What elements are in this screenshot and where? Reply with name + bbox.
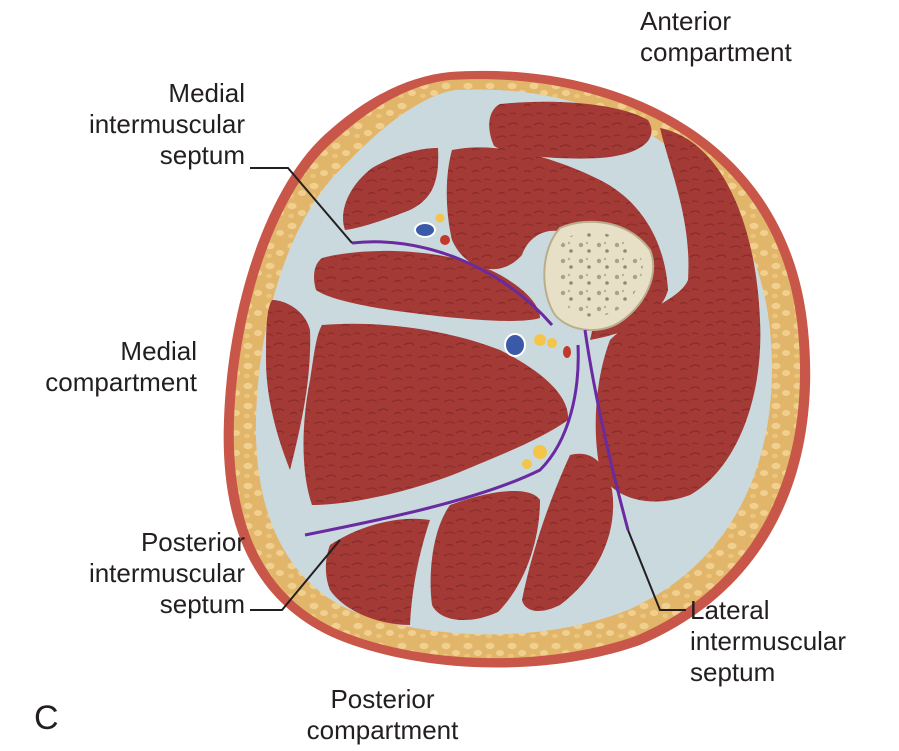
posterior-intermuscular-septum-label: Posterior intermuscular septum (10, 527, 245, 620)
medial-septum-line-1: Medial (10, 78, 245, 109)
profunda-vein-icon (505, 334, 525, 356)
medial-compartment-line-1: Medial (0, 336, 197, 367)
posterior-vessels-icon (533, 445, 547, 459)
femoral-nerve-icon (436, 214, 445, 223)
medial-septum-line-2: intermuscular (10, 109, 245, 140)
anterior-compartment-line-2: compartment (640, 37, 880, 68)
posterior-septum-line-3: septum (10, 589, 245, 620)
medial-septum-line-3: septum (10, 140, 245, 171)
posterior-compartment-line-2: compartment (270, 715, 495, 746)
profunda-artery-icon (563, 346, 571, 358)
anterior-compartment-line-1: Anterior (640, 6, 880, 37)
anterior-compartment-label: Anterior compartment (640, 6, 880, 68)
medial-intermuscular-septum-label: Medial intermuscular septum (10, 78, 245, 171)
lateral-septum-line-1: Lateral (690, 595, 895, 626)
posterior-septum-line-2: intermuscular (10, 558, 245, 589)
posterior-vessels-small-icon (522, 459, 532, 469)
medial-compartment-line-2: compartment (0, 367, 197, 398)
femoral-vein-icon (415, 223, 435, 237)
lateral-septum-line-3: septum (690, 657, 895, 688)
posterior-septum-line-1: Posterior (10, 527, 245, 558)
medial-compartment-label: Medial compartment (0, 336, 197, 398)
posterior-compartment-line-1: Posterior (270, 684, 495, 715)
posterior-compartment-label: Posterior compartment (270, 684, 495, 746)
panel-letter: C (34, 698, 59, 738)
femoral-artery-icon (440, 235, 450, 245)
lateral-septum-line-2: intermuscular (690, 626, 895, 657)
lateral-intermuscular-septum-label: Lateral intermuscular septum (690, 595, 895, 688)
sciatic-nerve-icon (534, 334, 546, 346)
sciatic-nerve-bundle-icon (547, 338, 557, 348)
